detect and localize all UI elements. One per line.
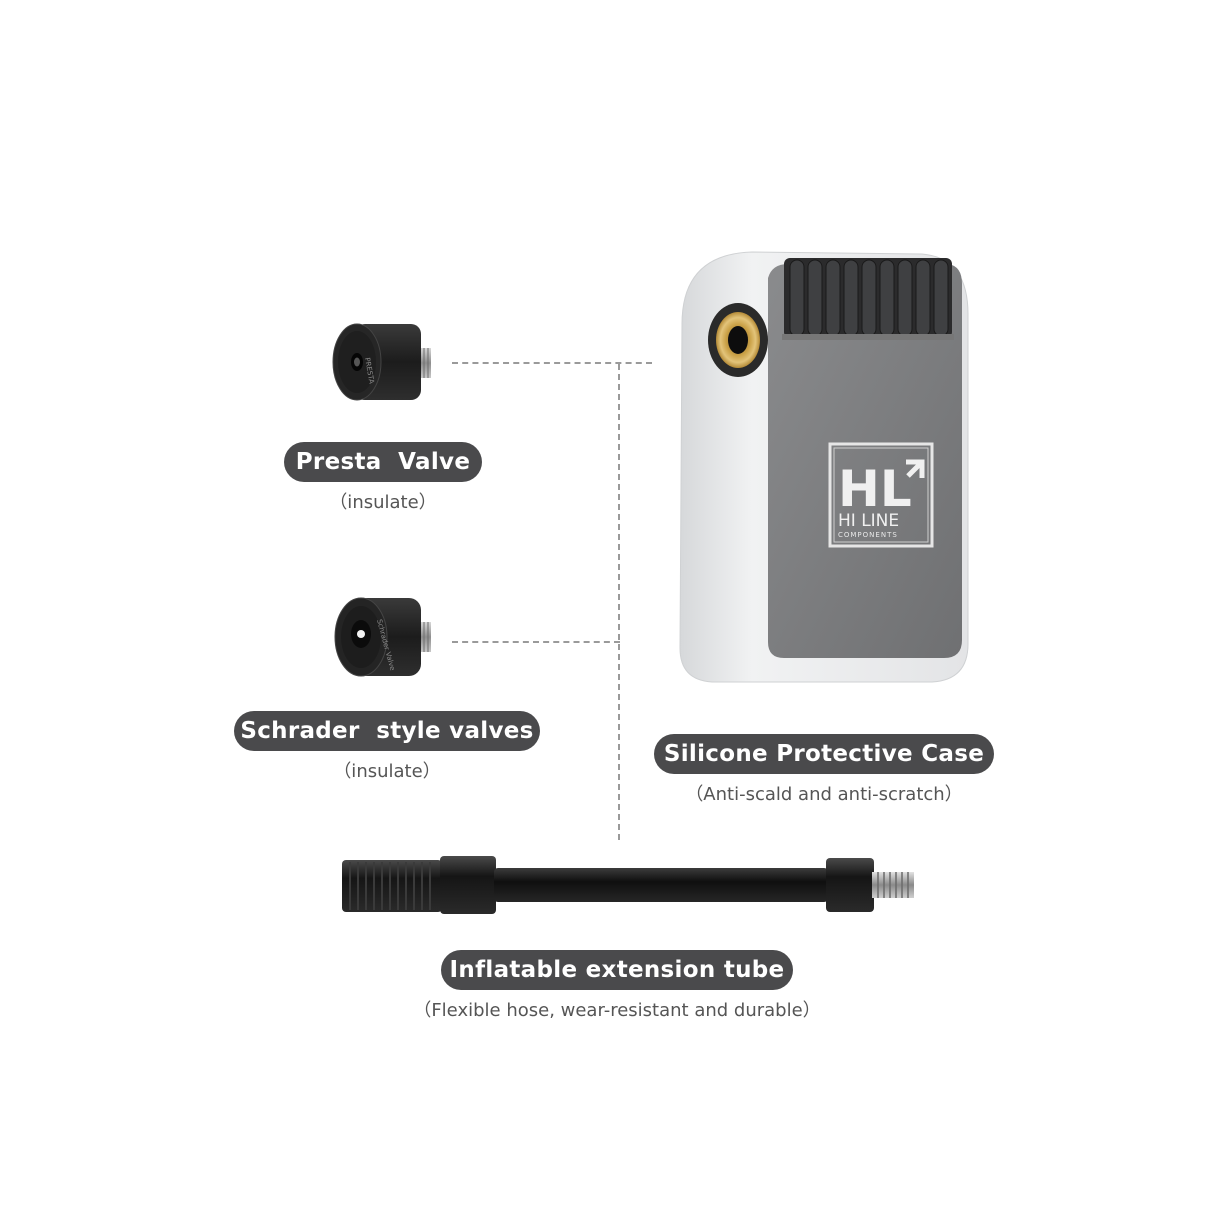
presta-valve-label: Presta Valve <box>284 442 482 482</box>
connector-presta <box>452 362 652 364</box>
connector-vertical <box>618 364 620 840</box>
schrader-valve-note: （insulate） <box>333 761 441 782</box>
presta-valve-note: （insulate） <box>329 492 437 513</box>
extension-tube-note: （Flexible hose, wear-resistant and durab… <box>413 1000 821 1021</box>
schrader-valve-adapter-image: Schrader Valve <box>334 597 431 677</box>
arrow-icon <box>906 459 925 478</box>
connector-schrader <box>452 641 620 643</box>
silicone-case-note: （Anti-scald and anti-scratch） <box>685 784 963 805</box>
schrader-valve-label: Schrader style valves <box>234 711 540 751</box>
logo-name: HI LINE <box>838 511 899 531</box>
extension-tube-image <box>342 856 914 914</box>
extension-tube-label: Inflatable extension tube <box>441 950 793 990</box>
logo-mark: HL <box>838 460 912 518</box>
pump-with-silicone-case-image: HL HI LINE COMPONENTS <box>679 251 969 683</box>
silicone-case-label: Silicone Protective Case <box>654 734 994 774</box>
presta-valve-adapter-image: PRESTA <box>332 323 431 401</box>
logo-tag: COMPONENTS <box>838 531 898 539</box>
